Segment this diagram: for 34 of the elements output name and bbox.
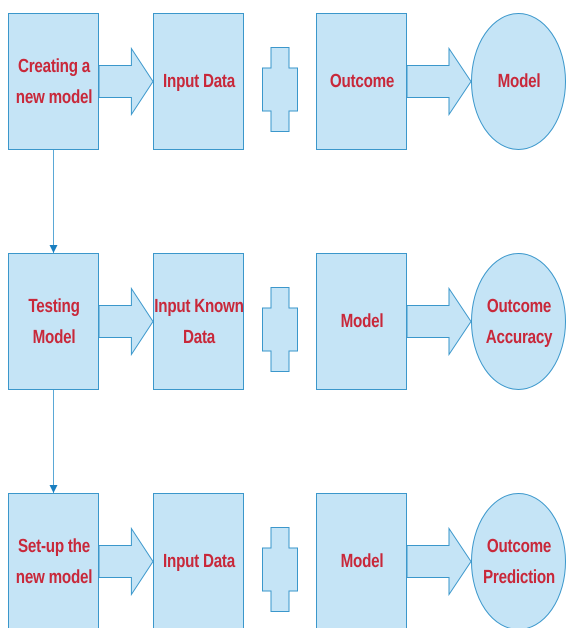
- block-arrow: [406, 286, 472, 356]
- block-arrow: [98, 286, 154, 356]
- node-text: Testing Model: [26, 294, 80, 350]
- process-box: [153, 13, 244, 150]
- process-box: [153, 253, 244, 390]
- process-box: [8, 13, 99, 150]
- block-arrow: [406, 526, 472, 596]
- process-box: [8, 253, 99, 390]
- node-text: Model: [339, 310, 384, 334]
- node-text: Model: [496, 70, 541, 94]
- process-box: [153, 493, 244, 628]
- process-box: [316, 13, 407, 150]
- process-box: [316, 493, 407, 628]
- circle-node: [471, 253, 566, 390]
- node-text: Input Data: [162, 70, 236, 94]
- block-arrow: [98, 526, 154, 596]
- node-text: Outcome Accuracy: [484, 294, 554, 350]
- node-text: Outcome Prediction: [482, 534, 556, 590]
- block-arrow: [98, 46, 154, 116]
- block-arrow: [406, 46, 472, 116]
- node-text: Input Known Data: [154, 294, 244, 350]
- arrow: [50, 150, 58, 254]
- node-text: Creating a new model: [14, 54, 93, 110]
- process-box: [8, 493, 99, 628]
- plus-sign: [262, 47, 298, 132]
- plus-sign: [262, 527, 298, 612]
- node-text: Input Data: [162, 550, 236, 574]
- circle-node: [471, 13, 566, 150]
- process-box: [316, 253, 407, 390]
- node-text: Model: [339, 550, 384, 574]
- node-text: Set-up the new model: [14, 534, 93, 590]
- arrow: [50, 390, 58, 494]
- node-text: Outcome: [328, 70, 395, 94]
- plus-sign: [262, 287, 298, 372]
